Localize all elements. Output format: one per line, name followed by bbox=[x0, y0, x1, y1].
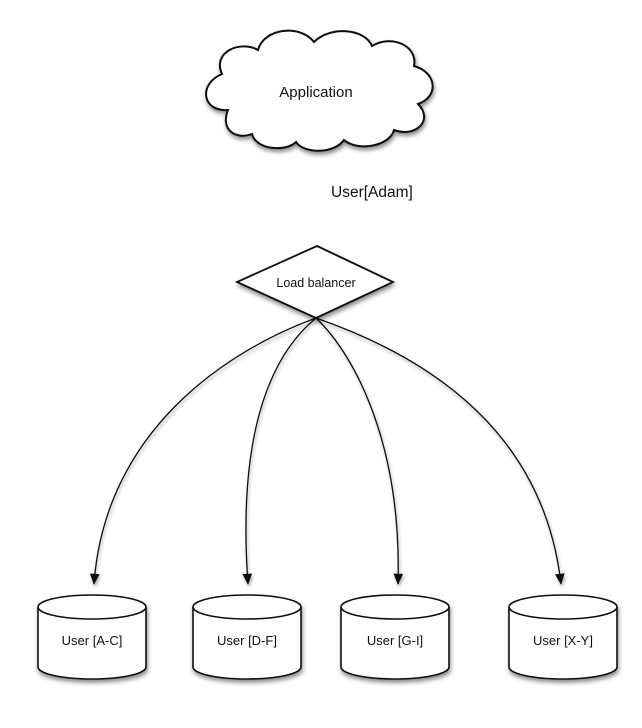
db1-cylinder-top bbox=[37, 594, 147, 620]
db4-cylinder-body bbox=[508, 607, 618, 680]
load-balancer-diamond-shape bbox=[234, 245, 396, 319]
db3-cylinder-top bbox=[340, 594, 450, 620]
db3-label: User [G-I] bbox=[367, 633, 423, 648]
db4-cylinder-top bbox=[508, 594, 618, 620]
edges-load-balancer-to-databases bbox=[89, 317, 565, 585]
db2-cylinder-top bbox=[192, 594, 302, 620]
load-balancer-node: Load balancer bbox=[234, 245, 396, 319]
database-node-4: User [X-Y] bbox=[508, 594, 618, 680]
database-node-3: User [G-I] bbox=[340, 594, 450, 680]
db2-label: User [D-F] bbox=[217, 633, 277, 648]
load-balancer-to-db4-arrow bbox=[315, 317, 565, 585]
load-balancer-to-db1-arrow bbox=[89, 317, 317, 585]
load-balancer-label: Load balancer bbox=[276, 276, 355, 290]
db4-label: User [X-Y] bbox=[533, 633, 593, 648]
cloud-shape bbox=[205, 29, 434, 152]
db1-label: User [A-C] bbox=[62, 633, 123, 648]
db1-cylinder-body bbox=[37, 607, 147, 680]
application-label: Application bbox=[279, 84, 352, 101]
database-node-2: User [D-F] bbox=[192, 594, 302, 680]
application-cloud-node: Application bbox=[205, 29, 434, 152]
database-node-1: User [A-C] bbox=[37, 594, 147, 680]
db2-cylinder-body bbox=[192, 607, 302, 680]
load-balancer-to-db2-arrow bbox=[242, 317, 317, 585]
db3-cylinder-body bbox=[340, 607, 450, 680]
edge-label-user-adam: User[Adam] bbox=[331, 184, 413, 201]
load-balancer-to-db3-arrow bbox=[315, 317, 404, 585]
